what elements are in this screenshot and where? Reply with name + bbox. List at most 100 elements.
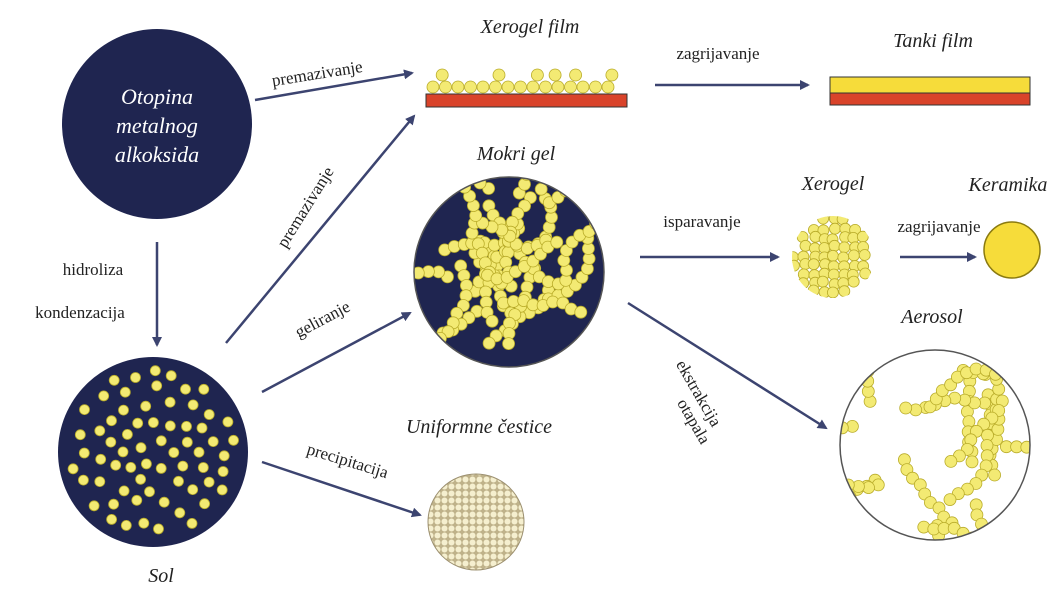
aerosol-particle [819,533,831,545]
aerosol-particle [971,563,983,575]
arrow-sol-to-film [225,114,416,344]
aerosol-particle [1036,357,1048,369]
aerosol-particle [768,430,780,442]
gel-particle [373,266,385,278]
sol-particle [106,415,117,427]
sol-particle [117,446,129,458]
aerosol-particle [1035,347,1047,359]
arrow-gelation [261,311,412,394]
aerosol-particle [868,336,880,348]
xerogel-particle [807,284,820,297]
aerosol [768,336,1050,578]
aerosol-particle [803,472,815,484]
xerogel-particle [807,258,820,271]
sol-particle [228,434,239,446]
aerosol-particle [995,359,1009,373]
aerosol-particle [965,455,979,469]
film-particle [589,80,602,94]
film-particle [539,80,552,94]
film-particle [551,80,565,94]
aerosol-particle [977,527,991,540]
gel-particle [426,343,440,357]
sol-particle [78,447,90,459]
film-particle [526,80,540,94]
aerosol-particle [989,367,1002,381]
sol-particle [151,380,163,392]
aerosol-particle [1025,358,1030,372]
sol-particle [108,498,119,510]
film-particle [464,80,477,94]
aerosol-particle [843,490,857,504]
sol-particle [217,466,229,477]
gel-particle [527,121,539,133]
gel-particle [595,208,604,222]
metal-alkoxide-solution: Otopina metalnog alkoksida [62,29,252,219]
aerosol-particle [840,499,854,513]
xerogel-particle [797,277,810,290]
sol-particle [140,400,152,412]
gel-particle [574,305,588,319]
sol-particle [155,435,167,447]
sol-particle [187,399,199,411]
gel-particle [382,270,394,282]
gel-particle [564,177,578,189]
gel-particle [578,131,590,143]
xerogel-film-particles [426,68,619,94]
gel-particle [414,359,428,367]
xerogel-particle [848,249,860,262]
film-substrate [425,93,628,108]
sol-particle [203,409,215,420]
gel-particle [468,177,482,181]
film-particle [564,80,577,94]
film-particle [426,80,440,94]
film-particle [605,68,619,82]
aerosol-particle [861,364,875,378]
aerosol-particle [1015,358,1029,372]
sol-particle [132,417,144,429]
film-particle [476,80,490,94]
solution-label-1: Otopina [121,84,193,109]
sol-particle [138,517,150,529]
sol-particle [144,486,155,498]
film-particle [531,68,544,82]
film-particle [492,68,506,82]
xerogel-particle [838,285,851,298]
arrow-solution-to-film [254,69,414,102]
aerosol-particle [961,566,973,578]
gel-particle [529,112,541,124]
aerosol-particle [793,475,805,487]
xerogel-particle [827,268,840,281]
aerosol-particle [797,429,809,441]
label-gelation: geliranje [292,297,353,342]
gel-particle [578,160,590,172]
solution-label-3: alkoksida [115,142,199,167]
gel-particle [442,153,454,165]
sol-particle [177,460,189,472]
label-precipitation: precipitacija [305,439,391,482]
aerosol-particle [979,557,991,569]
aerosol-particle [984,542,996,554]
film-particle [576,80,590,94]
sol-particle [181,436,193,448]
xerogel-film [425,68,628,108]
sol-particle [197,462,209,473]
arrow-precipitation [261,460,422,518]
gel-particle [550,235,564,249]
solution-label-2: metalnog [116,113,198,138]
xerogel-title: Xerogel [801,173,865,195]
arrow-extraction [627,301,828,430]
aerosol-particle [787,432,799,444]
sol-particle [125,461,137,473]
xerogel-particle [792,259,800,272]
sol-particle [193,446,205,458]
gel-particle [502,337,516,351]
xerogel [792,216,872,298]
sol-particle [119,386,131,398]
aerosol-particle [1041,442,1050,454]
gel-particle [367,258,379,270]
sol-particle [164,396,176,408]
xerogel-particle [856,230,869,243]
aerosol-particle [840,508,849,522]
aerosol-particle [1031,440,1043,452]
gel-particle [422,155,434,167]
